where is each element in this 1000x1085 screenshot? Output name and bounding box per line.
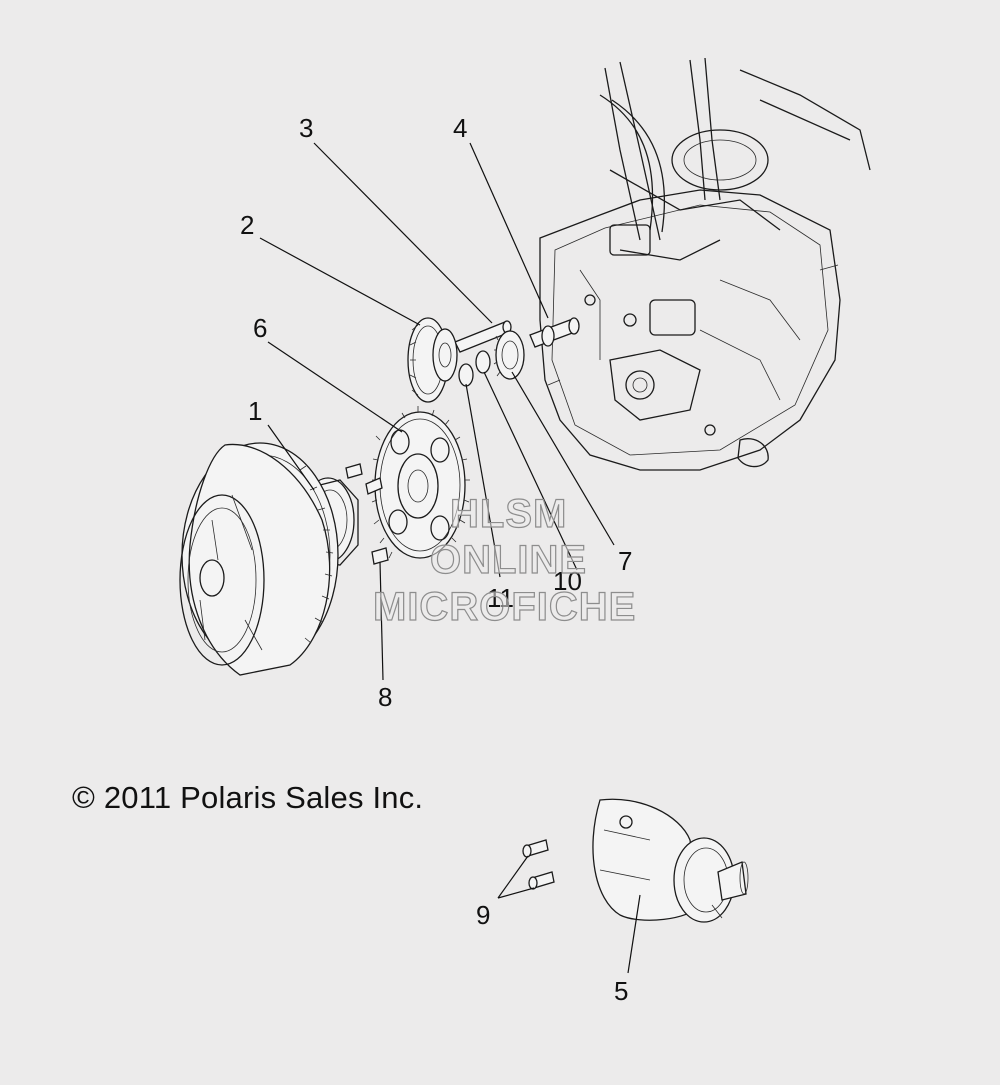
callout-7: 7 [618, 546, 633, 576]
flywheel-icon [179, 442, 339, 676]
copyright-text: © 2011 Polaris Sales Inc. [72, 780, 424, 815]
starter-gear-icon [371, 406, 470, 559]
washer-icon [458, 363, 474, 387]
engine-case-icon [539, 57, 871, 471]
idler-gear-icon [407, 317, 458, 403]
bolt-icon [345, 463, 389, 565]
driven-gear-icon [493, 330, 525, 380]
callout-11: 11 [487, 583, 514, 613]
pin-icon [529, 317, 580, 348]
callout-3: 3 [299, 113, 314, 143]
callout-1: 1 [248, 396, 263, 426]
callout-2: 2 [240, 210, 255, 240]
watermark-line-1: HLSM [449, 491, 568, 536]
leader-lines [259, 142, 641, 974]
callout-9: 9 [476, 900, 491, 930]
callout-8: 8 [378, 682, 393, 712]
watermark-line-3: MICROFICHE [372, 584, 637, 629]
callout-5: 5 [614, 976, 629, 1006]
callout-10: 10 [553, 566, 582, 596]
callout-6: 6 [253, 313, 268, 343]
watermark-line-2: ONLINE [429, 537, 588, 582]
callout-4: 4 [453, 113, 468, 143]
washer-icon [475, 350, 491, 374]
starter-motor-icon [592, 798, 749, 923]
screw-icon [522, 839, 555, 890]
